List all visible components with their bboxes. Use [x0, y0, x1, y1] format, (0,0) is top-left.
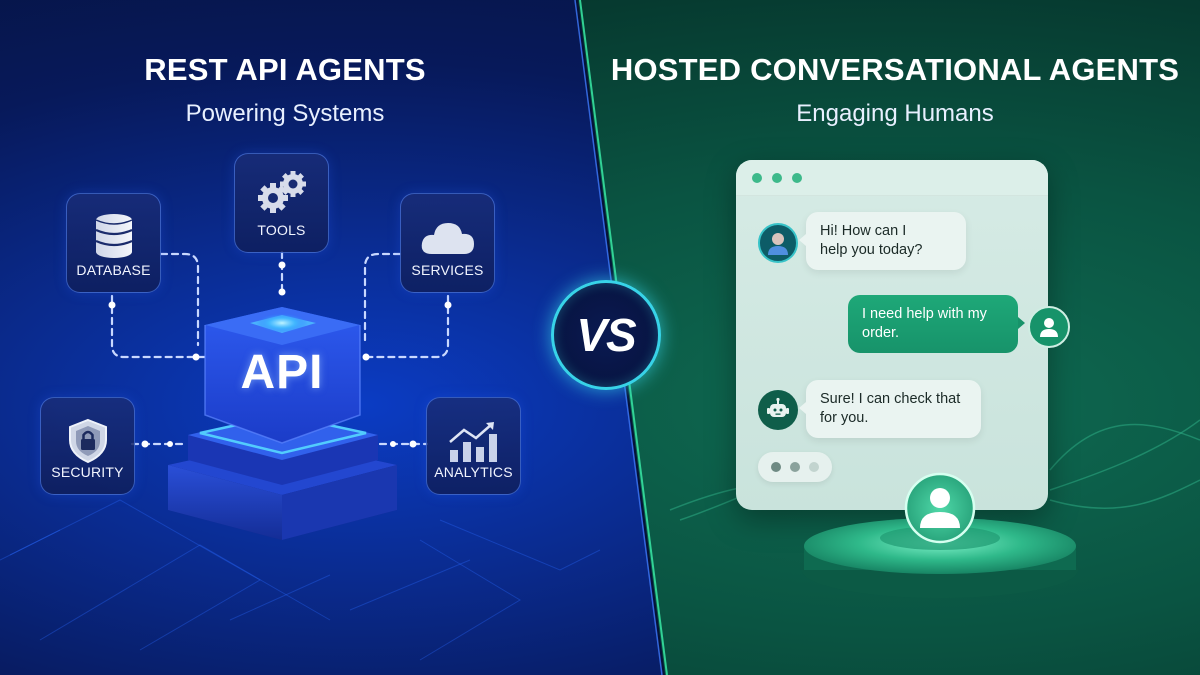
message-line: I need help with my	[862, 306, 987, 322]
message-line: order.	[862, 325, 900, 341]
chat-message-user: I need help with my order.	[848, 295, 1025, 353]
node-label: DATABASE	[76, 262, 151, 278]
chat-message-agent: Hi! How can I help you today?	[799, 212, 966, 270]
chat-window: Hi! How can I help you today? I need hel…	[736, 160, 1070, 510]
node-label: SERVICES	[411, 262, 484, 278]
node-label: SECURITY	[51, 464, 124, 480]
node-security: SECURITY	[40, 397, 135, 495]
robot-icon	[758, 390, 798, 430]
left-title: REST API AGENTS	[144, 52, 426, 87]
versus-badge: VS	[551, 280, 661, 390]
bar-chart-trend-icon	[448, 420, 500, 469]
avatar-pedestal	[800, 470, 1080, 600]
message-line: for you.	[820, 410, 869, 426]
message-line: Hi! How can I	[820, 223, 907, 239]
window-dot-icon	[772, 172, 782, 183]
typing-dot-icon	[771, 462, 781, 472]
right-heading: HOSTED CONVERSATIONAL AGENTS Engaging Hu…	[600, 52, 1190, 128]
node-services: SERVICES	[400, 193, 495, 293]
node-tools: TOOLS	[234, 153, 329, 253]
message-line: Sure! I can check that	[820, 391, 961, 407]
left-subtitle: Powering Systems	[185, 100, 385, 127]
user-icon	[1028, 306, 1070, 348]
typing-dot-icon	[790, 462, 800, 472]
window-dot-icon	[752, 172, 762, 183]
gears-icon	[256, 170, 308, 221]
chat-titlebar	[736, 160, 1048, 196]
typing-dot-icon	[809, 462, 819, 472]
versus-label: VS	[576, 309, 636, 361]
message-line: help you today?	[820, 242, 923, 258]
database-icon	[94, 212, 134, 263]
right-title: HOSTED CONVERSATIONAL AGENTS	[610, 52, 1180, 87]
node-analytics: ANALYTICS	[426, 397, 521, 495]
node-label: ANALYTICS	[434, 464, 513, 480]
cloud-icon	[420, 220, 476, 261]
node-label: TOOLS	[257, 222, 306, 238]
chat-message-bot: Sure! I can check that for you.	[799, 380, 981, 438]
person-avatar-icon	[758, 223, 798, 263]
node-database: DATABASE	[66, 193, 161, 293]
shield-lock-icon	[67, 418, 109, 469]
api-label: API	[240, 346, 324, 399]
window-dot-icon	[792, 172, 802, 183]
api-cube: API	[160, 295, 405, 565]
typing-indicator	[758, 452, 832, 482]
left-heading: REST API AGENTS Powering Systems	[85, 52, 485, 128]
right-subtitle: Engaging Humans	[796, 100, 994, 127]
